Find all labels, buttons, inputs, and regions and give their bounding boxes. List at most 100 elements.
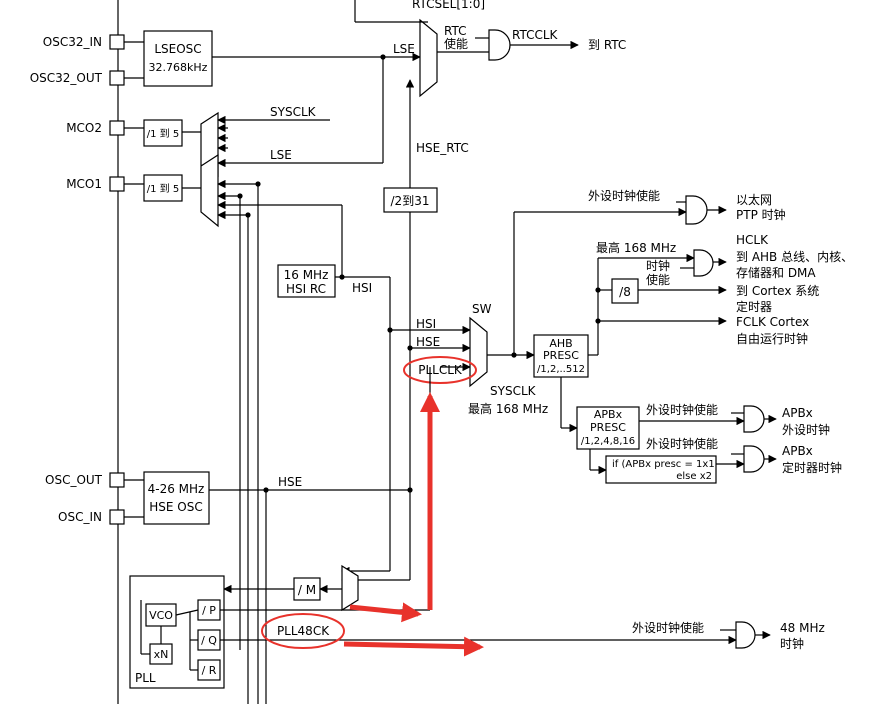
rtcclk-label: RTCCLK bbox=[512, 28, 559, 42]
hclk-desc-2: 存储器和 DMA bbox=[736, 265, 816, 280]
mco1-mux bbox=[200, 153, 219, 228]
mco1-divider: /1 到 5 bbox=[143, 174, 183, 202]
rtcsel-label: RTCSEL[1:0] bbox=[412, 0, 485, 11]
hse-osc-freq: 4-26 MHz bbox=[148, 482, 205, 496]
mco2-divider: /1 到 5 bbox=[143, 119, 183, 147]
apb-timer-multiplier: if (APBx presc = 1x1 else x2 bbox=[605, 455, 717, 484]
system-clock-switch: SW bbox=[469, 302, 492, 388]
rtc-div-label: /2到31 bbox=[391, 194, 430, 208]
hsi-rc-freq: 16 MHz bbox=[284, 268, 329, 282]
apb-periph-desc: 外设时钟 bbox=[782, 422, 830, 437]
pin-label: OSC32_IN bbox=[43, 35, 102, 49]
ethernet-enable-label: 外设时钟使能 bbox=[588, 188, 660, 203]
mhz48-desc: 时钟 bbox=[780, 636, 804, 651]
lse-mco2-label: LSE bbox=[270, 148, 292, 162]
pllclk-red-arrow bbox=[349, 392, 440, 623]
rtc-enable-label-2: 使能 bbox=[444, 36, 468, 51]
cortex-timer-label-2: 定时器 bbox=[736, 299, 772, 314]
ethernet-label: 以太网 bbox=[736, 192, 772, 207]
lseosc-block: LSEOSC 32.768kHz bbox=[124, 30, 213, 87]
apb-periph-label: APBx bbox=[782, 406, 813, 420]
pin-osc-out: OSC_OUT bbox=[45, 472, 125, 488]
apb-periph-gate bbox=[743, 405, 765, 433]
pin-label: OSC_IN bbox=[58, 510, 102, 524]
apb-timer-else: else x2 bbox=[676, 471, 712, 482]
pin-osc32-out: OSC32_OUT bbox=[30, 70, 125, 86]
pll48ck-label: PLL48CK bbox=[277, 624, 330, 638]
mhz48-label: 48 MHz bbox=[780, 621, 825, 635]
apb-periph-enable-label: 外设时钟使能 bbox=[646, 402, 718, 417]
pin-mco1: MCO1 bbox=[66, 176, 125, 192]
hsi-label: HSI bbox=[352, 281, 372, 295]
sysclk-max-label: 最高 168 MHz bbox=[468, 401, 548, 416]
cortex-divider: /8 bbox=[611, 278, 639, 304]
apb-range-label: /1,2,4,8,16 bbox=[581, 436, 635, 447]
sw-hse-label: HSE bbox=[416, 335, 440, 349]
ethernet-gate: 外设时钟使能 bbox=[588, 188, 708, 225]
apb-timer-gate bbox=[743, 445, 765, 473]
sw-hsi-label: HSI bbox=[416, 317, 436, 331]
q-label: / Q bbox=[201, 634, 217, 647]
lseosc-label: LSEOSC bbox=[154, 42, 201, 56]
sysclk-out-label: SYSCLK bbox=[490, 384, 537, 398]
to-rtc-label: 到 RTC bbox=[588, 38, 626, 52]
pll-block: PLL VCO xN / P / Q / R bbox=[129, 575, 225, 689]
pllclk-label: PLLCLK bbox=[418, 363, 463, 377]
pll48ck-red-arrow bbox=[343, 636, 484, 657]
ethernet-ptp-label: PTP 时钟 bbox=[736, 207, 786, 222]
ahb-label: AHB bbox=[549, 337, 572, 350]
ahb-range-label: /1,2,..512 bbox=[537, 364, 585, 375]
hsi-rc-label: HSI RC bbox=[286, 282, 326, 296]
pll-m-divider: / M bbox=[293, 577, 321, 601]
mhz48-enable-label: 外设时钟使能 bbox=[632, 620, 704, 635]
pin-label: MCO1 bbox=[66, 177, 102, 191]
cortex-timer-label: 到 Cortex 系统 bbox=[736, 284, 819, 298]
pin-label: OSC_OUT bbox=[45, 473, 103, 487]
hclk-enable-label-2: 使能 bbox=[646, 272, 670, 287]
sysclk-label: SYSCLK bbox=[270, 105, 317, 119]
hclk-gate: 时钟 使能 bbox=[598, 249, 714, 287]
r-label: / R bbox=[202, 664, 217, 677]
hsi-rc-block: 16 MHz HSI RC bbox=[277, 264, 336, 298]
hclk-max-label: 最高 168 MHz bbox=[596, 240, 676, 255]
lse-label: LSE bbox=[393, 42, 415, 56]
pin-label: OSC32_OUT bbox=[30, 71, 103, 85]
pll-source-mux bbox=[341, 564, 359, 612]
rtc-divider: /2到31 bbox=[383, 187, 438, 213]
rtc-enable-gate: RTC 使能 bbox=[444, 24, 511, 61]
div8-label: /8 bbox=[619, 285, 631, 299]
hclk-label: HCLK bbox=[736, 233, 769, 247]
pll-label: PLL bbox=[135, 671, 156, 685]
hse-rtc-label: HSE_RTC bbox=[416, 141, 469, 155]
hclk-desc-1: 到 AHB 总线、内核、 bbox=[736, 250, 853, 264]
fclk-desc: 自由运行时钟 bbox=[736, 331, 808, 346]
apb-timer-desc: 定时器时钟 bbox=[782, 460, 842, 475]
fclk-label: FCLK Cortex bbox=[736, 315, 809, 329]
pin-osc-in: OSC_IN bbox=[58, 509, 125, 525]
p-label: / P bbox=[202, 604, 216, 617]
rtc-enable-label: RTC bbox=[444, 24, 466, 38]
sw-label: SW bbox=[472, 302, 492, 316]
pll-m-label: / M bbox=[298, 583, 316, 597]
ahb-prescaler: AHB PRESC /1,2,..512 bbox=[533, 334, 589, 378]
pll48ck-highlight: PLL48CK bbox=[261, 613, 345, 649]
pin-label: MCO2 bbox=[66, 121, 102, 135]
apb-timer-label: APBx bbox=[782, 444, 813, 458]
hse-osc-label: HSE OSC bbox=[149, 500, 202, 514]
rtc-mux: RTCSEL[1:0] bbox=[354, 0, 485, 98]
mhz48-gate bbox=[735, 621, 756, 649]
vco-label: VCO bbox=[149, 609, 173, 622]
xn-label: xN bbox=[154, 648, 169, 661]
pin-osc32-in: OSC32_IN bbox=[43, 34, 125, 50]
mco2-div-label: /1 到 5 bbox=[147, 128, 179, 140]
apb-label: APBx bbox=[594, 408, 623, 421]
apb-prescaler: APBx PRESC /1,2,4,8,16 bbox=[576, 406, 640, 450]
lseosc-freq: 32.768kHz bbox=[149, 61, 208, 74]
hclk-enable-label: 时钟 bbox=[646, 258, 670, 273]
mco1-div-label: /1 到 5 bbox=[147, 183, 179, 195]
apb-presc-label: PRESC bbox=[590, 421, 626, 434]
apb-timer-enable-label: 外设时钟使能 bbox=[646, 436, 718, 451]
pin-mco2: MCO2 bbox=[66, 120, 125, 136]
ahb-presc-label: PRESC bbox=[543, 349, 579, 362]
